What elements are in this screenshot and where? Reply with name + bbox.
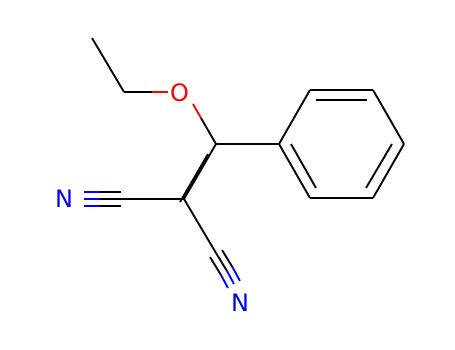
phenyl-ring: [278, 89, 405, 199]
bond-c1-c2-outer: [183, 143, 217, 200]
bond-ethyl-ch3-ch2: [91, 37, 125, 93]
nitrogen-atom-label-left: N: [55, 185, 73, 213]
nitrile-right-triple-bond: [209, 249, 241, 289]
nitrile-left-triple-bond: [84, 191, 121, 207]
bond-o-c1-red: [192, 103, 202, 119]
bond-c2-cn-right: [183, 198, 217, 254]
oxygen-atom-label: O: [170, 79, 189, 107]
nitrogen-atom-label-right: N: [231, 289, 249, 317]
bond-o-c1: [200, 117, 217, 145]
bond-c1-c2-inner: [179, 153, 209, 203]
